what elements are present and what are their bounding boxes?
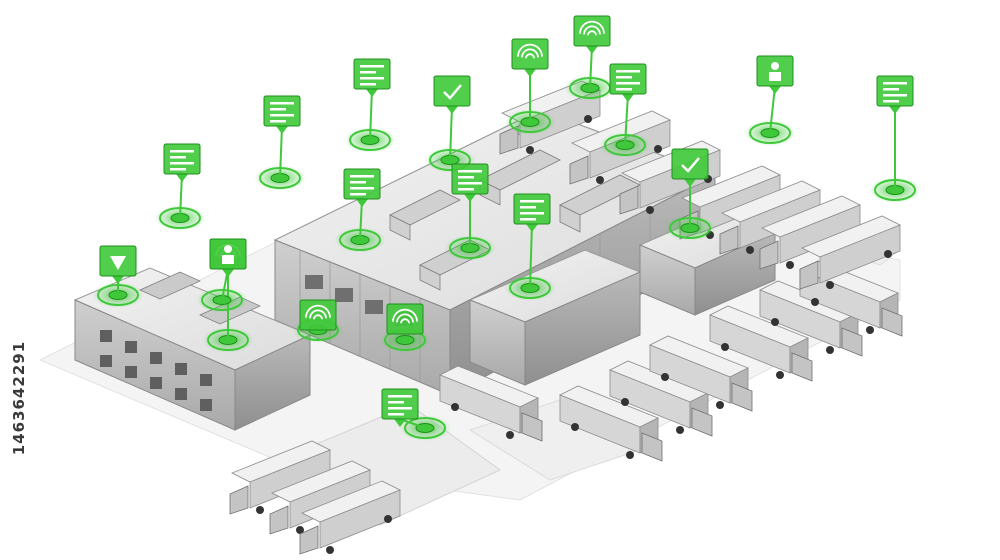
iot-marker xyxy=(424,75,476,173)
document-icon xyxy=(263,95,301,127)
wifi-icon xyxy=(386,303,424,335)
document-icon xyxy=(451,163,489,195)
iot-marker xyxy=(292,299,344,343)
forklift-icon xyxy=(876,75,914,107)
truck xyxy=(759,280,863,357)
truck xyxy=(299,480,401,555)
iot-marker xyxy=(154,143,206,231)
iot-marker xyxy=(504,38,556,135)
truck xyxy=(609,360,713,437)
wifi-icon xyxy=(511,38,549,70)
document-icon xyxy=(163,143,201,175)
truck xyxy=(649,335,753,412)
person-icon xyxy=(756,55,794,87)
document-icon xyxy=(343,168,381,200)
iot-marker xyxy=(196,238,248,313)
truck xyxy=(759,195,861,270)
iot-markers xyxy=(92,15,921,441)
stock-image-id: 1463642291 xyxy=(8,318,30,478)
checklist-icon xyxy=(671,148,709,180)
iot-marker xyxy=(444,163,496,261)
document-icon xyxy=(513,193,551,225)
chart-icon xyxy=(381,388,419,420)
truck xyxy=(439,365,543,442)
iot-marker xyxy=(334,168,386,253)
iot-marker xyxy=(92,245,144,308)
iot-marker xyxy=(744,55,796,146)
iot-marker xyxy=(564,15,616,101)
truck xyxy=(799,215,901,290)
stock-id-text: 1463642291 xyxy=(10,340,28,456)
document-icon xyxy=(353,58,391,90)
iot-marker xyxy=(504,193,556,301)
truck xyxy=(559,385,663,462)
wifi-icon xyxy=(573,15,611,47)
truck xyxy=(709,305,813,382)
chart-icon xyxy=(609,63,647,95)
truck xyxy=(719,180,821,255)
download-icon xyxy=(99,245,137,277)
iot-marker xyxy=(379,303,431,353)
checklist-icon xyxy=(433,75,471,107)
iot-marker xyxy=(664,148,716,241)
iot-marker xyxy=(869,75,921,203)
person-icon xyxy=(209,238,247,270)
wifi-icon xyxy=(299,299,337,331)
iot-marker xyxy=(344,58,396,153)
iot-marker xyxy=(599,63,651,158)
iot-marker xyxy=(381,388,451,441)
iot-marker xyxy=(254,95,306,191)
